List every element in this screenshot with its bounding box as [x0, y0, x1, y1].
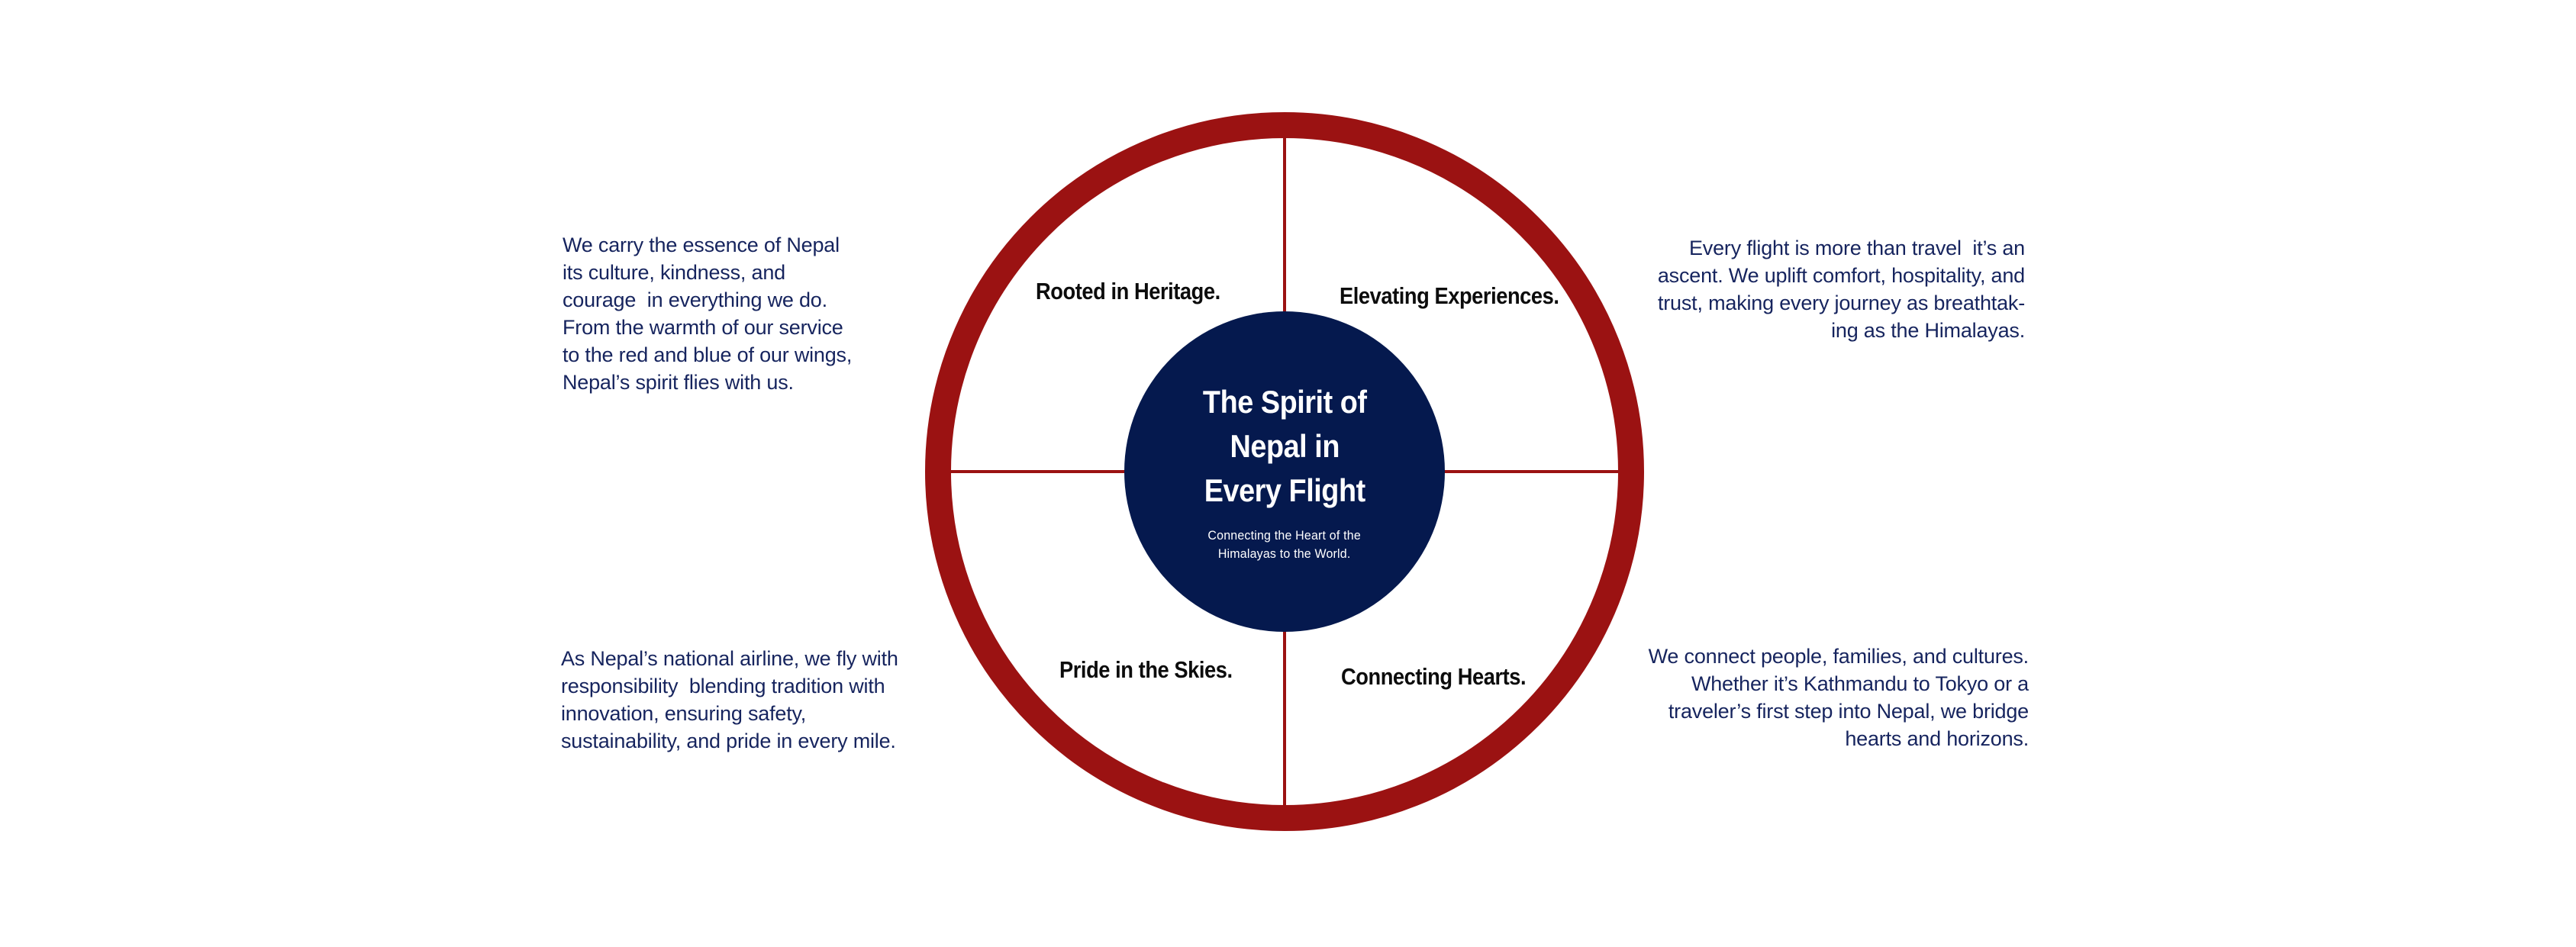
description-bottom-right: We connect people, families, and culture…: [1648, 645, 2030, 750]
quadrant-label-connecting-hearts: Connecting Hearts.: [1341, 663, 1527, 690]
description-top-left: We carry the essence of Nepal its cultur…: [563, 234, 853, 394]
center-subtitle: Connecting the Heart of the Himalayas to…: [1207, 528, 1362, 561]
quadrant-label-elevating-experiences: Elevating Experiences.: [1340, 282, 1559, 309]
description-top-right: Every flight is more than travel it’s an…: [1657, 237, 2025, 342]
quadrant-label-pride-in-the-skies: Pride in the Skies.: [1059, 656, 1233, 683]
quadrant-label-rooted-in-heritage: Rooted in Heritage.: [1036, 278, 1220, 304]
description-bottom-left: As Nepal’s national airline, we fly with…: [561, 647, 898, 752]
center-title: The Spirit of Nepal in Every Flight: [1202, 384, 1367, 508]
center-hub-circle: The Spirit of Nepal in Every Flight Conn…: [1124, 311, 1445, 632]
